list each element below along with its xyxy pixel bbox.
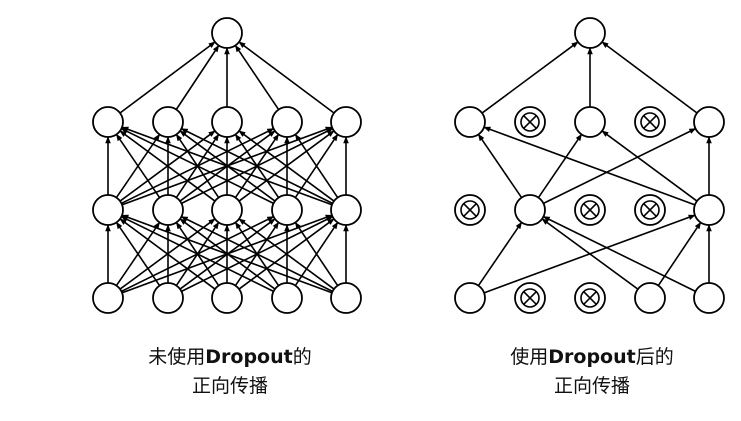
- connection-arrow: [477, 221, 523, 287]
- neuron: [92, 282, 124, 314]
- connection-arrow: [120, 215, 274, 293]
- neuron: [634, 282, 666, 314]
- neuron: [454, 282, 486, 314]
- connection-arrow: [238, 130, 335, 202]
- units: [92, 17, 362, 314]
- connection-arrow: [481, 41, 579, 114]
- neuron: [211, 282, 243, 314]
- connection-arrow: [119, 130, 216, 202]
- dropped-neuron: [634, 106, 666, 138]
- connections: [105, 41, 349, 294]
- dropped-neuron: [574, 194, 606, 226]
- connection-arrow: [180, 215, 333, 293]
- neuron: [693, 194, 725, 226]
- connection-arrow: [483, 126, 696, 206]
- neuron: [574, 17, 606, 49]
- neuron: [454, 106, 486, 138]
- connection-arrow: [294, 221, 339, 286]
- connection-arrow: [477, 133, 523, 199]
- dropped-neuron: [574, 282, 606, 314]
- connection-arrow: [541, 218, 639, 290]
- connection-arrow: [657, 221, 702, 286]
- caption-line-1: 使用Dropout后的: [510, 346, 674, 368]
- neuron: [693, 106, 725, 138]
- dropped-neuron: [454, 194, 486, 226]
- connection-arrow: [115, 133, 161, 199]
- caption-line-1: 未使用Dropout的: [148, 346, 312, 368]
- connection-arrow: [175, 44, 220, 110]
- neuron: [211, 194, 243, 226]
- neuron: [330, 194, 362, 226]
- neuron: [152, 106, 184, 138]
- connections: [477, 41, 712, 294]
- connection-arrow: [238, 218, 335, 290]
- neuron: [152, 194, 184, 226]
- neuron: [271, 282, 303, 314]
- connection-arrow: [121, 214, 333, 294]
- units: [454, 17, 725, 314]
- connection-arrow: [119, 218, 216, 290]
- neuron: [92, 106, 124, 138]
- connection-arrow: [234, 44, 280, 111]
- connection-arrow: [120, 127, 274, 205]
- caption-line-2: 正向传播: [553, 375, 630, 397]
- neuron: [211, 106, 243, 138]
- caption-line-2: 正向传播: [191, 375, 268, 397]
- dropped-neuron: [634, 194, 666, 226]
- connection-arrow: [542, 215, 696, 293]
- connection-arrow: [601, 130, 698, 202]
- network-without-dropout: [92, 17, 362, 314]
- connection-arrow: [119, 41, 216, 114]
- dropped-neuron: [514, 106, 546, 138]
- neuron: [271, 106, 303, 138]
- neuron: [574, 106, 606, 138]
- connection-arrow: [543, 127, 697, 205]
- dropped-neuron: [514, 282, 546, 314]
- connection-arrow: [121, 126, 333, 206]
- connection-arrow: [537, 133, 583, 199]
- connection-arrow: [115, 221, 161, 287]
- neuron: [330, 282, 362, 314]
- connection-arrow: [294, 133, 339, 198]
- neuron: [330, 106, 362, 138]
- neuron: [271, 194, 303, 226]
- neuron: [693, 282, 725, 314]
- neuron: [514, 194, 546, 226]
- connection-arrow: [238, 41, 335, 114]
- caption-with-dropout: 使用Dropout后的 正向传播: [462, 343, 722, 401]
- neuron: [152, 282, 184, 314]
- caption-without-dropout: 未使用Dropout的 正向传播: [100, 343, 360, 401]
- connection-arrow: [180, 127, 333, 205]
- neuron: [92, 194, 124, 226]
- neuron: [211, 17, 243, 49]
- connection-arrow: [601, 41, 698, 114]
- network-with-dropout: [454, 17, 725, 314]
